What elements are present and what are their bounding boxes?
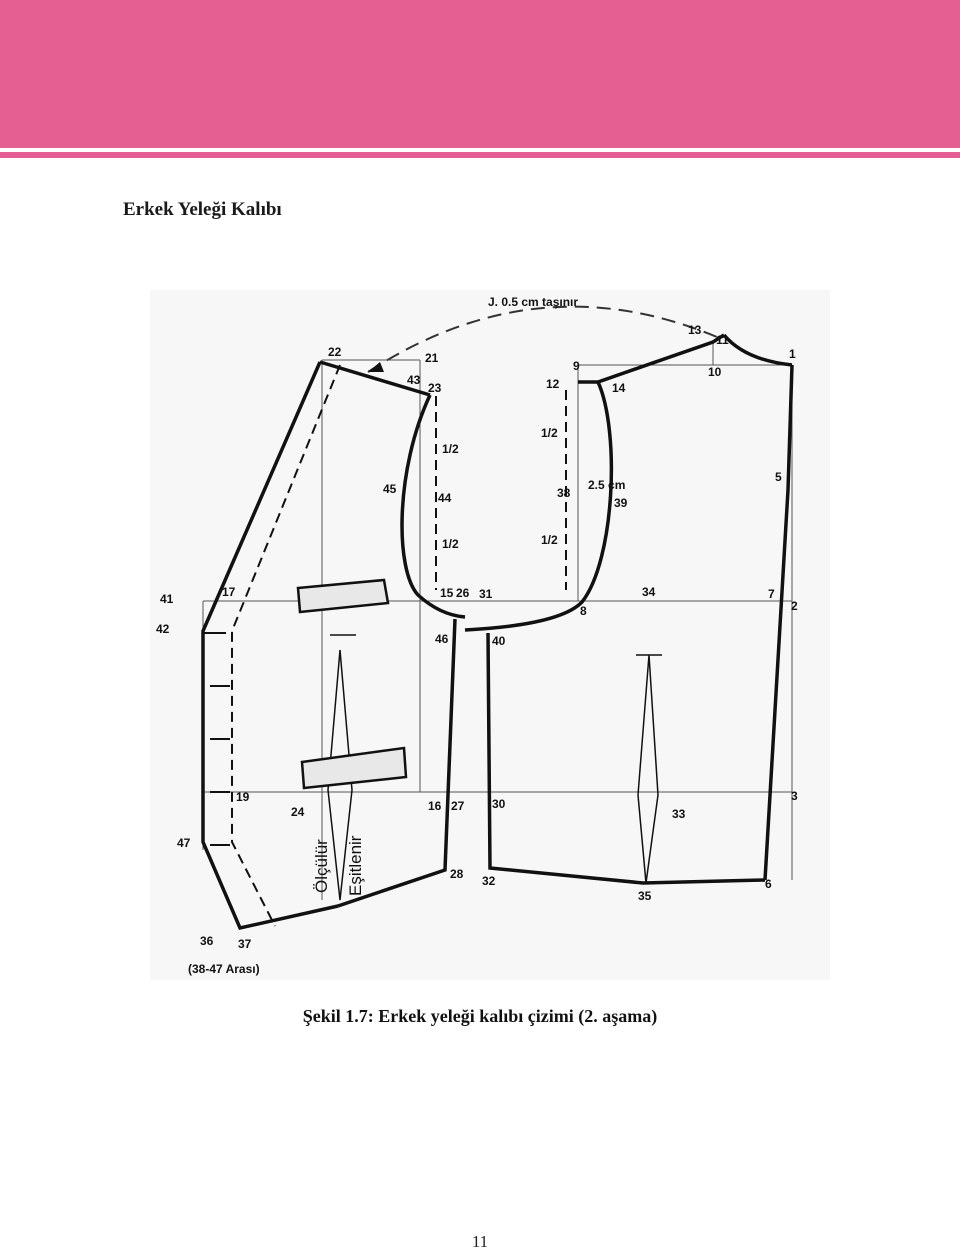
- svg-text:35: 35: [638, 889, 652, 903]
- svg-text:34: 34: [642, 585, 656, 599]
- svg-text:41: 41: [160, 592, 174, 606]
- vest-pattern-figure: J. 0.5 cm taşınır 1 2 3 5 6 7 8 9 10 11 …: [150, 286, 840, 986]
- buttons: [203, 632, 230, 846]
- svg-text:11: 11: [716, 333, 729, 347]
- svg-text:6: 6: [765, 877, 772, 891]
- svg-text:26: 26: [456, 586, 470, 600]
- svg-text:44: 44: [438, 491, 452, 505]
- svg-text:19: 19: [236, 790, 250, 804]
- figure-caption: Şekil 1.7: Erkek yeleği kalıbı çizimi (2…: [302, 1006, 658, 1026]
- svg-text:3: 3: [791, 789, 798, 803]
- svg-text:37: 37: [238, 937, 252, 951]
- svg-text:45: 45: [383, 482, 397, 496]
- header-rule: [0, 152, 960, 158]
- svg-text:16: 16: [428, 799, 442, 813]
- svg-text:1/2: 1/2: [541, 533, 558, 547]
- pockets: [296, 578, 408, 790]
- svg-text:24: 24: [291, 805, 305, 819]
- point-labels: J. 0.5 cm taşınır 1 2 3 5 6 7 8 9 10 11 …: [156, 295, 798, 976]
- svg-text:43: 43: [407, 373, 421, 387]
- svg-text:1: 1: [789, 347, 796, 361]
- svg-text:40: 40: [492, 634, 506, 648]
- header-band: [0, 0, 960, 148]
- svg-text:7: 7: [768, 587, 775, 601]
- svg-text:30: 30: [492, 797, 506, 811]
- svg-text:1/2: 1/2: [442, 442, 459, 456]
- svg-text:39: 39: [614, 496, 628, 510]
- svg-text:1/2: 1/2: [442, 537, 459, 551]
- svg-text:31: 31: [479, 587, 493, 601]
- svg-text:10: 10: [708, 365, 722, 379]
- shoulder-arc: [367, 305, 725, 373]
- svg-text:17: 17: [222, 585, 236, 599]
- vest-outline: [201, 333, 794, 931]
- svg-text:13: 13: [688, 323, 702, 337]
- dashed-lines: [231, 364, 567, 927]
- svg-text:47: 47: [177, 836, 191, 850]
- svg-text:42: 42: [156, 622, 170, 636]
- svg-text:2: 2: [791, 599, 798, 613]
- svg-text:22: 22: [328, 345, 342, 359]
- note-top: J. 0.5 cm taşınır: [488, 295, 578, 309]
- section-title: Erkek Yeleği Kalıbı: [123, 199, 282, 220]
- svg-text:5: 5: [775, 470, 782, 484]
- svg-text:21: 21: [425, 351, 439, 365]
- svg-text:Ölçülür: Ölçülür: [312, 839, 331, 893]
- svg-text:2.5 cm: 2.5 cm: [588, 478, 625, 492]
- page-number: 11: [471, 1232, 489, 1251]
- svg-text:32: 32: [482, 874, 496, 888]
- svg-text:12: 12: [546, 377, 560, 391]
- svg-text:1/2: 1/2: [541, 426, 558, 440]
- svg-text:8: 8: [580, 604, 587, 618]
- svg-text:15: 15: [440, 586, 454, 600]
- svg-text:23: 23: [428, 381, 442, 395]
- svg-text:Eşitlenir: Eşitlenir: [346, 835, 365, 896]
- svg-text:27: 27: [451, 799, 465, 813]
- svg-text:38: 38: [557, 486, 571, 500]
- svg-text:14: 14: [612, 381, 626, 395]
- svg-text:28: 28: [450, 867, 464, 881]
- svg-text:9: 9: [573, 359, 580, 373]
- svg-text:(38-47 Arası): (38-47 Arası): [188, 962, 260, 976]
- svg-text:33: 33: [672, 807, 686, 821]
- svg-text:46: 46: [435, 632, 449, 646]
- svg-text:36: 36: [200, 934, 214, 948]
- darts: [327, 634, 662, 901]
